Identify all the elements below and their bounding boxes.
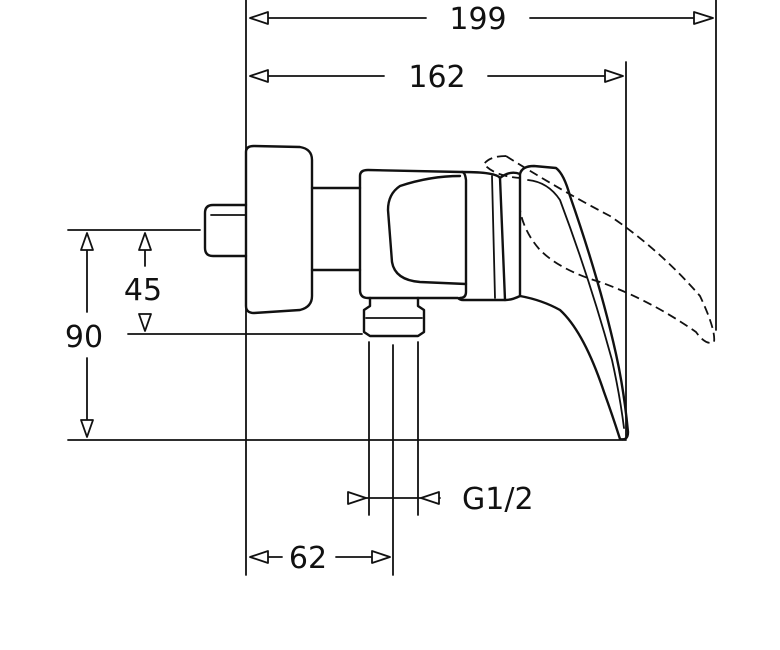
dimension-label-199: 199 [449,2,506,37]
handle-base [498,171,522,302]
arrow-left-icon [249,69,269,83]
arrow-right-icon [347,491,367,505]
dimension-45: 45 [124,232,162,332]
lever-handle-raised [483,155,716,344]
body-seam [491,175,496,299]
dimension-label-45: 45 [124,273,162,308]
arrow-up-icon [138,232,152,251]
lever-handle [518,164,630,441]
dimension-199: 199 [249,2,714,37]
extension-lines [67,0,717,576]
dimension-label-162: 162 [408,60,465,95]
dimension-62: 62 [249,541,391,576]
arrow-down-icon [80,419,94,438]
body-recess [386,174,468,286]
arrow-down-icon [138,313,152,332]
dimension-90: 90 [65,232,103,438]
dimension-162: 162 [249,60,624,95]
connecting-neck [310,186,362,272]
arrow-left-icon [249,11,269,25]
arrow-right-icon [371,550,391,564]
mixer-body [358,168,507,302]
arrow-up-icon [80,232,94,251]
arrow-left-icon [249,550,269,564]
dimension-g12: G1/2 [347,482,534,517]
dimension-label-90: 90 [65,320,103,355]
lever-inner-line [527,179,625,429]
mixer-outline [203,144,716,441]
dimension-label-62: 62 [289,541,327,576]
arrow-left-icon [420,491,440,505]
dimension-label-g12: G1/2 [462,482,534,517]
outlet-connector [362,296,426,338]
wall-rosette [244,144,314,315]
body-contour [458,170,468,300]
inlet-nipple [203,203,248,258]
arrow-right-icon [604,69,624,83]
arrow-right-icon [693,11,714,25]
